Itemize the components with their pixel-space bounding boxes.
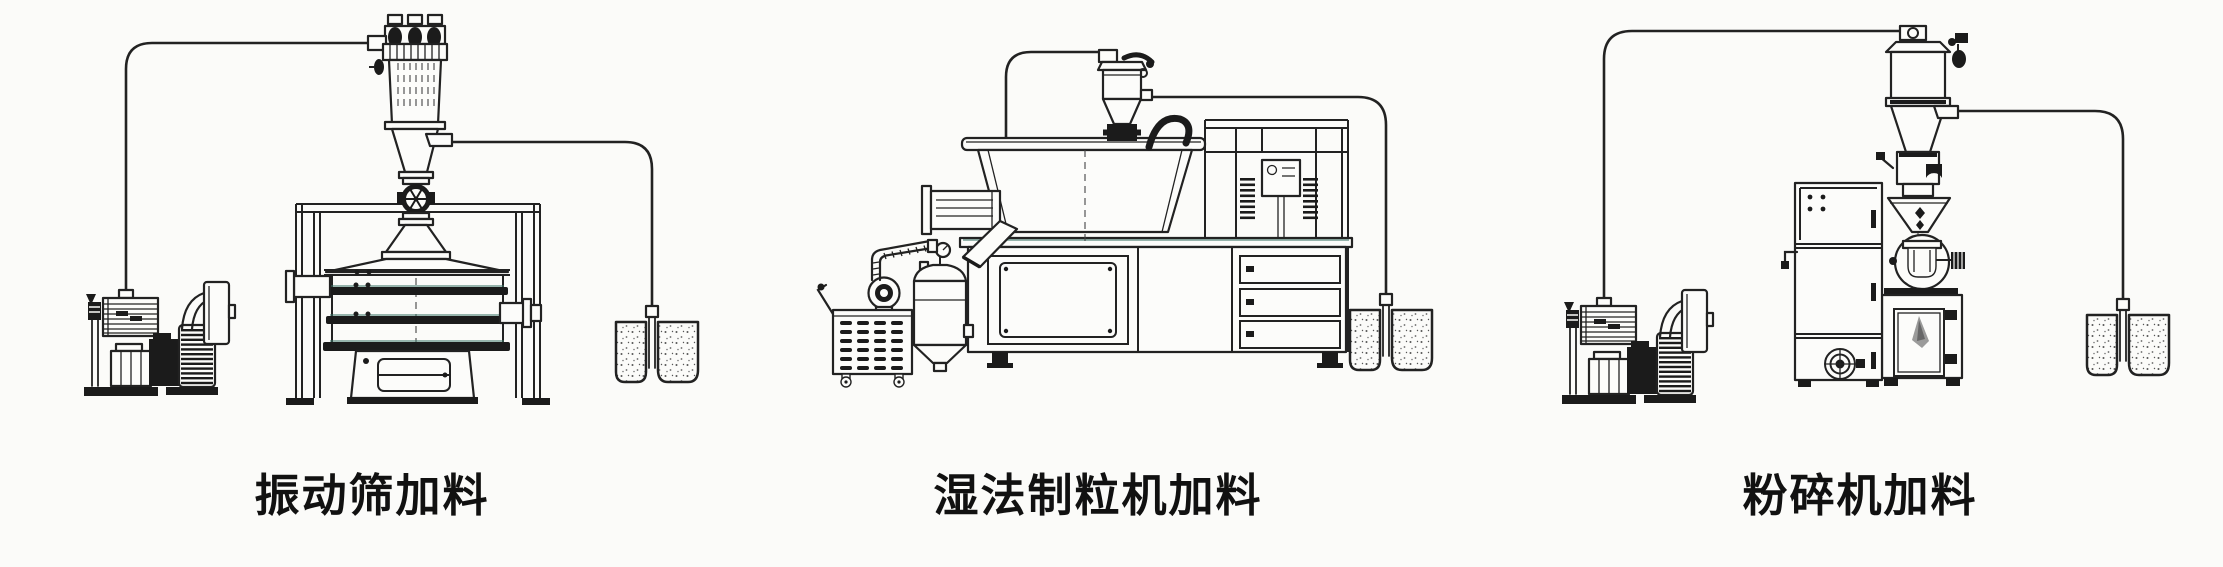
flex-hose bbox=[870, 238, 939, 282]
blower-fan bbox=[1824, 348, 1865, 380]
material-bin bbox=[1348, 292, 1434, 372]
granulator-bowl bbox=[960, 114, 1207, 244]
vacuum-hose-to-pump bbox=[124, 41, 382, 292]
vibrating-sieve bbox=[284, 257, 543, 404]
mill-base-cabinet bbox=[1880, 293, 1964, 386]
vacuum-feeder-on-granulator bbox=[1096, 48, 1155, 141]
binder-spray-arm bbox=[1145, 114, 1193, 151]
diagram-pulverizer-feeding bbox=[1560, 24, 2171, 406]
vacuum-hose-to-pump bbox=[1602, 29, 1902, 300]
granulator-frame-column bbox=[1204, 119, 1349, 352]
material-suction-hose bbox=[1150, 95, 1388, 298]
caption-pulverizer-feeding: 粉碎机加料 bbox=[1742, 470, 1978, 521]
diagram-wet-granulator-feeding bbox=[816, 48, 1434, 388]
material-bin bbox=[2085, 297, 2171, 377]
vacuum-feeder-hopper bbox=[1876, 24, 1968, 286]
vacuum-pump-unit bbox=[1560, 288, 1715, 406]
material-bin bbox=[614, 304, 700, 384]
caption-wet-granulator-feeding: 湿法制粒机加料 bbox=[933, 470, 1263, 521]
vacuum-receiver-unit bbox=[366, 13, 454, 396]
blower-cart bbox=[816, 238, 939, 388]
caption-vibrating-sieve-feeding: 振动筛加料 bbox=[254, 470, 490, 521]
left-discharge-spout bbox=[284, 269, 332, 304]
vacuum-pump-unit bbox=[82, 280, 237, 398]
dust-collector-cabinet bbox=[1781, 181, 1884, 387]
material-suction-hose bbox=[448, 140, 654, 310]
filter-tank bbox=[912, 241, 975, 373]
diagram-vibrating-sieve-feeding bbox=[82, 13, 700, 405]
pulverizer-mill bbox=[1880, 196, 1965, 386]
right-discharge-spout bbox=[498, 297, 543, 329]
material-suction-hose bbox=[1956, 109, 2125, 301]
rotary-valve bbox=[397, 170, 435, 227]
granulator-base-cabinet bbox=[958, 236, 1354, 368]
vacuum-feeder-diagrams bbox=[82, 13, 2171, 406]
granulator-discharge bbox=[920, 184, 1019, 269]
